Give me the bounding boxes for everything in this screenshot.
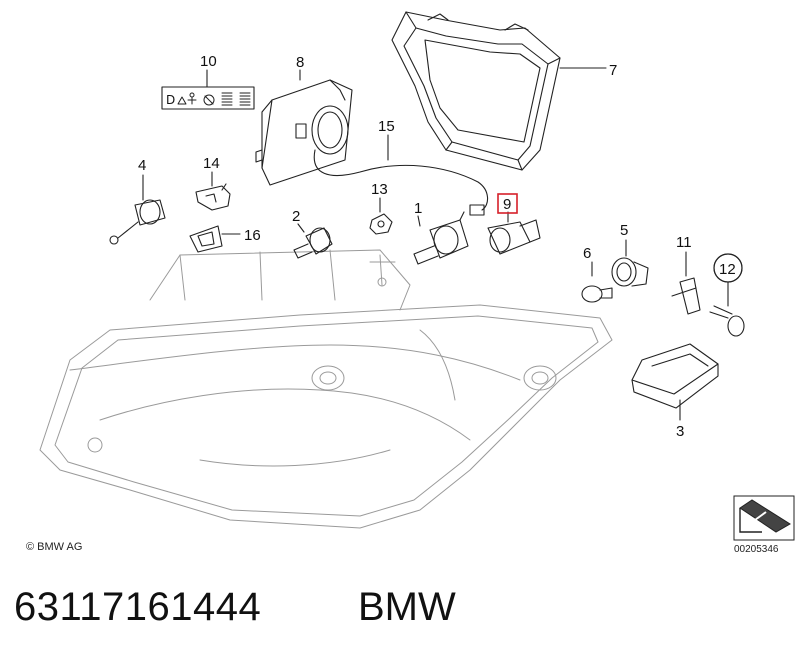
callout-12-circle — [713, 253, 743, 283]
svg-text:D: D — [166, 93, 175, 107]
brand-name: BMW — [358, 585, 456, 629]
callout-9: 9 — [503, 196, 511, 213]
callout-4: 4 — [138, 157, 146, 174]
callout-13: 13 — [371, 181, 388, 198]
callout-2: 2 — [292, 208, 300, 225]
callout-5: 5 — [620, 222, 628, 239]
part-9-bulb-socket — [487, 211, 541, 255]
callout-16: 16 — [244, 227, 261, 244]
image-id: 00205346 — [734, 544, 779, 555]
callout-12: 12 — [719, 261, 736, 278]
callout-7: 7 — [609, 62, 617, 79]
callout-6: 6 — [583, 245, 591, 262]
part-7-cover-frame — [391, 11, 607, 171]
part-4-adjuster — [109, 174, 166, 245]
callout-8: 8 — [296, 54, 304, 71]
part-6-bulb — [581, 261, 613, 303]
part-14-clip — [195, 171, 231, 211]
callout-11: 11 — [676, 234, 692, 251]
callout-10: 10 — [200, 53, 217, 70]
part-8-control-unit — [255, 69, 353, 186]
part-5-socket — [611, 239, 649, 287]
callout-15: 15 — [378, 118, 395, 135]
callout-9-highlight-box — [497, 193, 518, 214]
callout-1: 1 — [414, 200, 422, 217]
part-3-ballast — [631, 343, 719, 421]
callout-3: 3 — [676, 423, 684, 440]
part-1-xenon-bulb — [413, 211, 469, 265]
part-number: 63117161444 — [14, 585, 262, 629]
part-10-warning-label — [161, 69, 255, 110]
parts-diagram: D — [39, 11, 795, 541]
part-13-grommet — [369, 197, 393, 235]
copyright-notice: © BMW AG — [26, 541, 83, 553]
part-16-bracket — [189, 225, 241, 253]
direction-arrow-icon — [733, 495, 795, 541]
headlight-housing — [39, 249, 613, 529]
part-15-cable — [313, 134, 489, 216]
warning-label-icon: D — [166, 92, 251, 107]
part-11-clip — [671, 251, 701, 315]
part-2-bulb — [293, 223, 333, 259]
callout-14: 14 — [203, 155, 220, 172]
